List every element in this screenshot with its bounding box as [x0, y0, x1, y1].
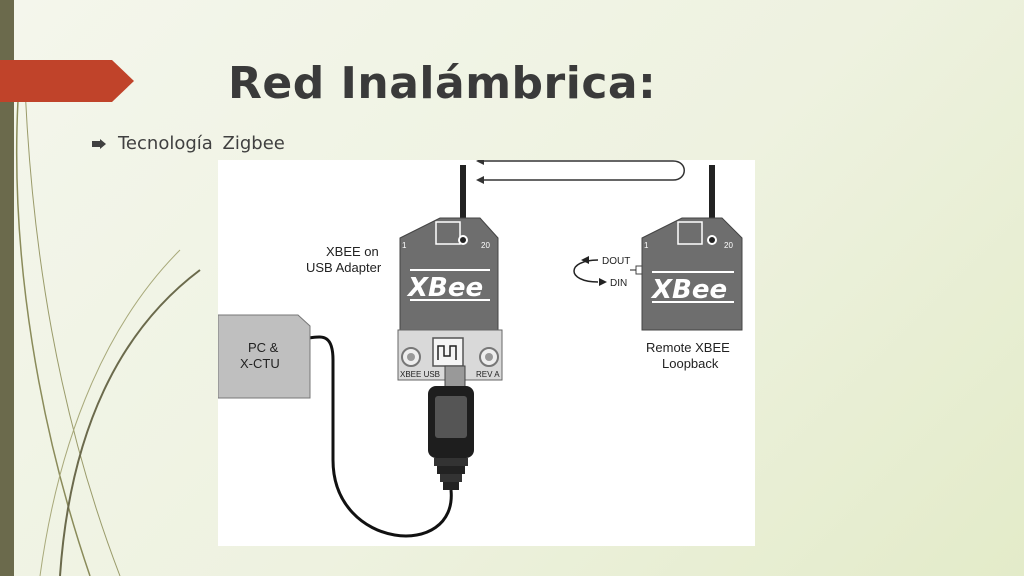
remote-caption-line2: Loopback — [662, 356, 719, 371]
pc-label-line1: PC & — [248, 340, 279, 355]
bullet-item: Tecnología Zigbee — [92, 133, 285, 154]
remote-caption-line1: Remote XBEE — [646, 340, 730, 355]
remote-pin-20: 20 — [724, 241, 733, 250]
left-decorative-bar — [0, 0, 14, 576]
remote-antenna — [709, 165, 715, 241]
din-label: DIN — [610, 278, 627, 289]
adapter-xbee-module: XBee 1 20 — [399, 217, 499, 331]
xbee-diagram: XBee 1 20 XBEE USB R REV A — [218, 160, 755, 546]
dout-label: DOUT — [602, 256, 630, 267]
slide-title: Red Inalámbrica: — [228, 58, 657, 109]
remote-xbee-brand: XBee — [650, 275, 727, 305]
adapter-pin-1: 1 — [402, 241, 407, 250]
loopback-wire — [573, 256, 636, 286]
pc-label-line2: X-CTU — [240, 356, 280, 371]
remote-xbee-module: XBee 1 20 — [635, 217, 743, 331]
adapter-xbee-brand: XBee — [406, 273, 483, 303]
usb-plug — [428, 365, 474, 490]
adapter-antenna — [460, 165, 466, 241]
arrow-bullet-icon — [92, 138, 106, 149]
usb-cable — [305, 335, 453, 538]
wireless-link-arrows — [476, 160, 685, 184]
usb-adapter-board: XBEE USB R REV A — [397, 329, 503, 381]
pc-box: PC & X-CTU — [218, 314, 311, 399]
remote-pin-1: 1 — [644, 241, 649, 250]
board-left-label: XBEE USB — [400, 370, 440, 379]
board-right-label: REV A — [476, 370, 500, 379]
adapter-caption-line2: USB Adapter — [306, 260, 382, 275]
adapter-caption-line1: XBEE on — [326, 244, 379, 259]
bullet-text: Tecnología Zigbee — [118, 133, 285, 154]
title-accent-tab — [0, 60, 134, 102]
adapter-pin-20: 20 — [481, 241, 490, 250]
decorative-swoosh-lines — [16, 59, 201, 576]
